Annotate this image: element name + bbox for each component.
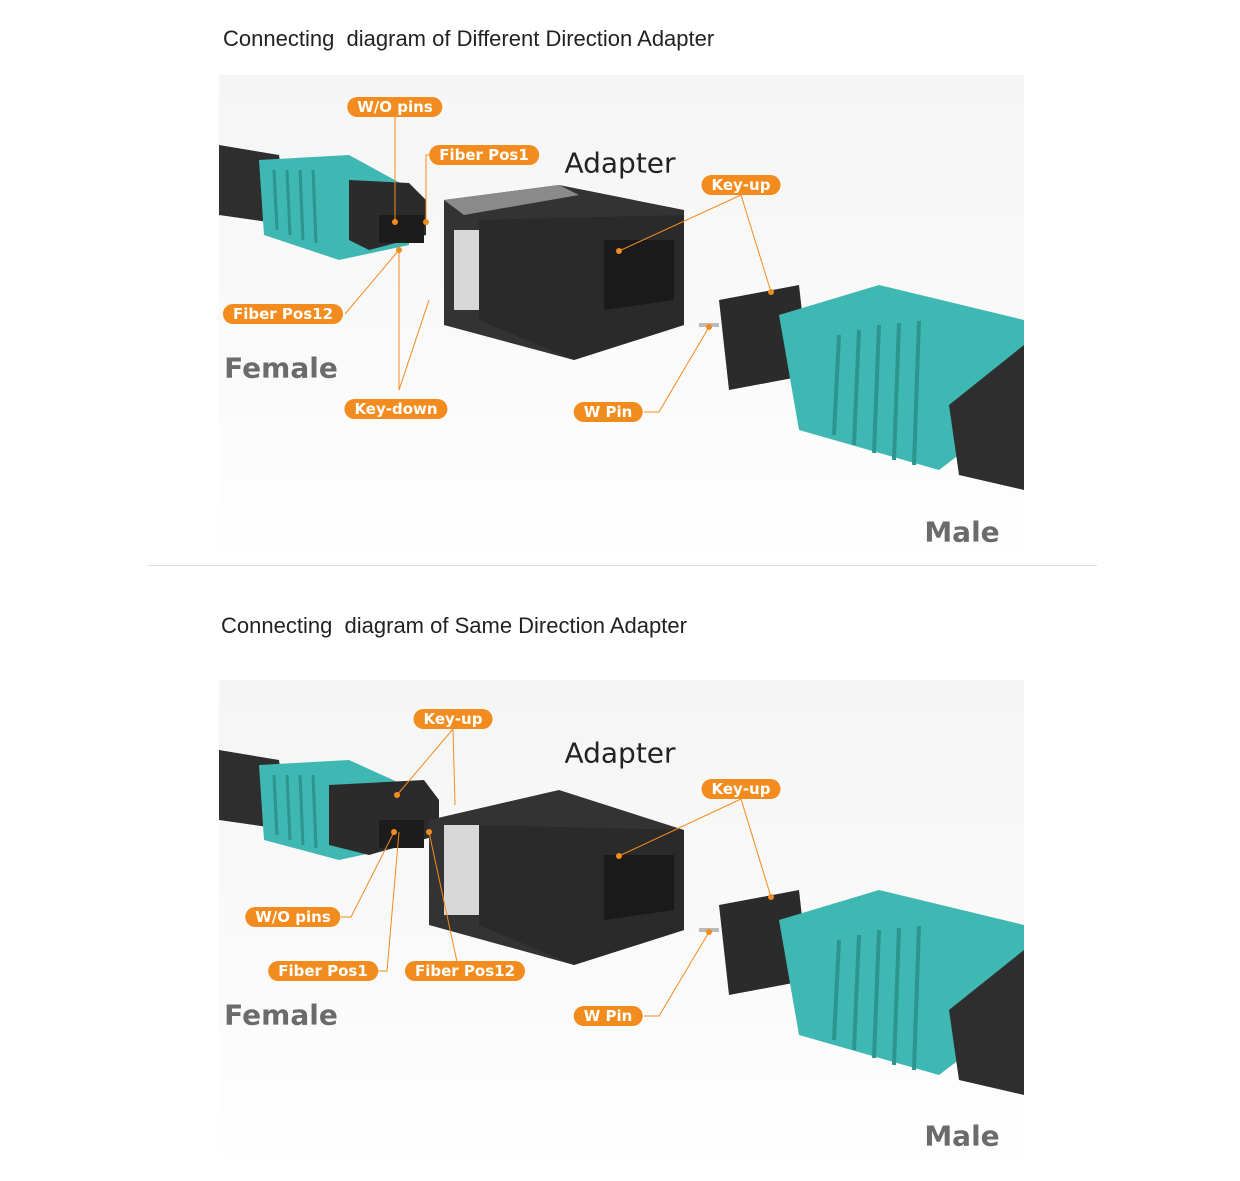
female-connector: [219, 750, 439, 860]
adapter: [429, 790, 684, 965]
male-connector: [699, 285, 1024, 490]
tag-key-up-male: Key-up: [701, 779, 781, 799]
tag-wo-pins: W/O pins: [347, 97, 443, 117]
tag-key-up-female: Key-up: [413, 709, 493, 729]
leader-lines: [341, 728, 772, 1017]
connector-illustration: [219, 728, 1024, 1095]
leader-lines: [344, 117, 772, 413]
tag-key-up-male: Key-up: [701, 175, 781, 195]
section-divider: [148, 565, 1097, 566]
tag-fiber-pos1: Fiber Pos1: [268, 961, 378, 981]
adapter: [444, 185, 684, 360]
adapter-label: Adapter: [564, 146, 676, 180]
tag-key-down: Key-down: [344, 399, 448, 419]
same-direction-panel: Key-up Adapter Key-up W/O pins Fiber Pos…: [219, 680, 1024, 1170]
female-connector: [219, 145, 426, 260]
diagram-title-same: Connecting diagram of Same Direction Ada…: [221, 613, 687, 638]
tag-fiber-pos12: Fiber Pos12: [404, 961, 526, 981]
female-label: Female: [224, 998, 338, 1032]
connector-illustration: [219, 117, 1024, 490]
tag-w-pin: W Pin: [573, 1006, 643, 1026]
diagram-title-different: Connecting diagram of Different Directio…: [223, 26, 715, 51]
male-label: Male: [924, 1119, 1000, 1153]
tag-fiber-pos12: Fiber Pos12: [222, 304, 344, 324]
different-direction-panel: W/O pins Fiber Pos1 Adapter Key-up Fiber…: [219, 75, 1024, 565]
male-connector: [699, 890, 1024, 1095]
tag-fiber-pos1: Fiber Pos1: [429, 145, 539, 165]
adapter-label: Adapter: [564, 736, 676, 770]
female-label: Female: [224, 351, 338, 385]
tag-w-pin: W Pin: [573, 402, 643, 422]
male-label: Male: [924, 515, 1000, 549]
tag-wo-pins: W/O pins: [245, 907, 341, 927]
